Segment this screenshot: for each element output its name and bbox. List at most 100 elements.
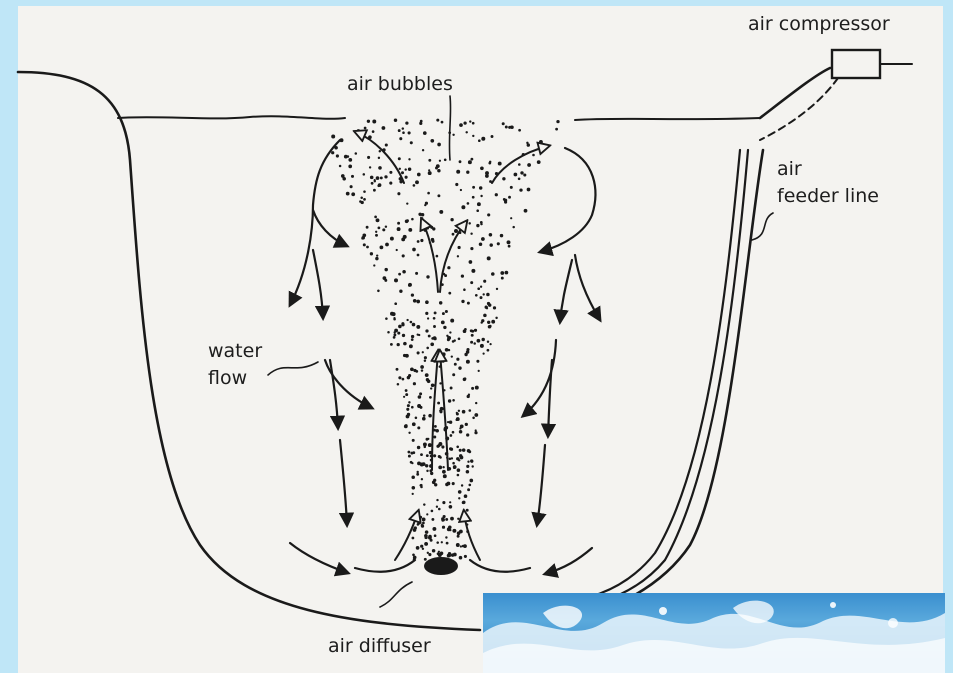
bubble-dot [410, 141, 413, 144]
bubble-dot [428, 171, 432, 175]
bubble-dot [411, 338, 414, 341]
bubble-dot [451, 553, 454, 556]
bubble-dot [401, 171, 404, 174]
bubble-dot [419, 392, 422, 395]
bubble-dot [428, 535, 432, 539]
bubble-dot [456, 358, 459, 361]
bubble-dot [393, 333, 396, 336]
bubble-dot [426, 438, 429, 441]
bubble-dot [478, 370, 480, 372]
bubble-dot [459, 430, 463, 434]
bubble-dot [434, 337, 437, 340]
bubble-dot [422, 517, 426, 521]
bubble-dot [555, 128, 558, 131]
bubble-dot [397, 343, 400, 346]
bubble-dot [370, 252, 373, 255]
bubble-dot [429, 396, 432, 399]
bubble-dot [481, 237, 485, 241]
bubble-dot [449, 331, 451, 333]
bubble-dot [418, 213, 421, 216]
bubble-dot [478, 139, 481, 142]
bubble-dot [331, 151, 334, 154]
bubble-dot [420, 120, 423, 123]
bubble-dot [384, 268, 387, 271]
bubble-dot [452, 373, 455, 376]
bubble-dot [384, 175, 387, 178]
bubble-dot [408, 168, 411, 171]
bubble-dot [462, 410, 466, 414]
bubble-dot [441, 541, 443, 543]
bubble-dot [399, 290, 402, 293]
label-air-bubbles: air bubbles [347, 73, 453, 95]
bubble-dot [491, 135, 494, 138]
bubble-dot [437, 444, 440, 447]
bubble-dot [355, 152, 358, 155]
bubble-dot [476, 209, 479, 212]
bubble-dot [483, 293, 485, 295]
bubble-dot [427, 380, 431, 384]
bubble-dot [390, 343, 393, 346]
bubble-dot [405, 121, 408, 124]
bubble-dot [415, 370, 418, 373]
bubble-dot [448, 349, 450, 351]
bubble-dot [420, 486, 423, 489]
bubble-dot [399, 137, 402, 140]
bubble-dot [487, 321, 490, 324]
bubble-dot [403, 396, 405, 398]
bubble-dot [336, 154, 339, 157]
bubble-dot [428, 414, 432, 418]
bubble-dot [452, 399, 455, 402]
bubble-dot [491, 272, 495, 276]
bubble-dot [413, 382, 416, 385]
bubble-dot [508, 245, 511, 248]
bubble-dot [426, 275, 429, 278]
bubble-dot [504, 199, 507, 202]
bubble-dot [518, 129, 521, 132]
bubble-dot [527, 188, 531, 192]
bubble-dot [445, 310, 448, 313]
bubble-dot [480, 286, 482, 288]
bubble-dot [512, 226, 514, 228]
bubble-dot [406, 319, 408, 321]
bubble-dot [410, 321, 413, 324]
bubble-dot [452, 340, 455, 343]
bubble-dot [469, 120, 471, 122]
bubble-dot [440, 407, 444, 411]
bubble-dot [403, 342, 407, 346]
bubble-dot [424, 356, 427, 359]
bubble-dot [450, 517, 454, 521]
label-flow: flow [208, 367, 247, 389]
bubble-dot [465, 423, 468, 426]
bubble-dot [382, 126, 386, 130]
bubble-dot [350, 185, 353, 188]
bubble-dot [483, 314, 487, 318]
bubble-dot [378, 157, 380, 159]
bubble-dot [402, 131, 405, 134]
bubble-dot [466, 470, 470, 474]
bubble-dot [416, 473, 419, 476]
bubble-dot [462, 545, 465, 548]
bubble-dot [402, 334, 405, 337]
bubble-dot [427, 317, 429, 319]
bubble-dot [413, 299, 417, 303]
bubble-dot [480, 221, 483, 224]
bubble-dot [483, 353, 485, 355]
label-water: water [208, 340, 262, 362]
bubble-dot [384, 279, 387, 282]
bubble-dot [477, 202, 481, 206]
bubble-dot [366, 246, 369, 249]
bubble-dot [412, 439, 415, 442]
bubble-dot [387, 331, 390, 334]
bubble-dot [413, 184, 416, 187]
bubble-dot [467, 461, 469, 463]
bubble-dot [466, 171, 469, 174]
bubble-dot [532, 154, 535, 157]
bubble-dot [412, 323, 416, 327]
bubble-dot [463, 329, 467, 333]
bubble-dot [348, 165, 352, 169]
bubble-dot [394, 302, 397, 305]
bubble-dot [467, 202, 470, 205]
air-diffuser-icon [424, 557, 458, 575]
bubble-dot [396, 368, 399, 371]
bubble-dot [420, 453, 423, 456]
